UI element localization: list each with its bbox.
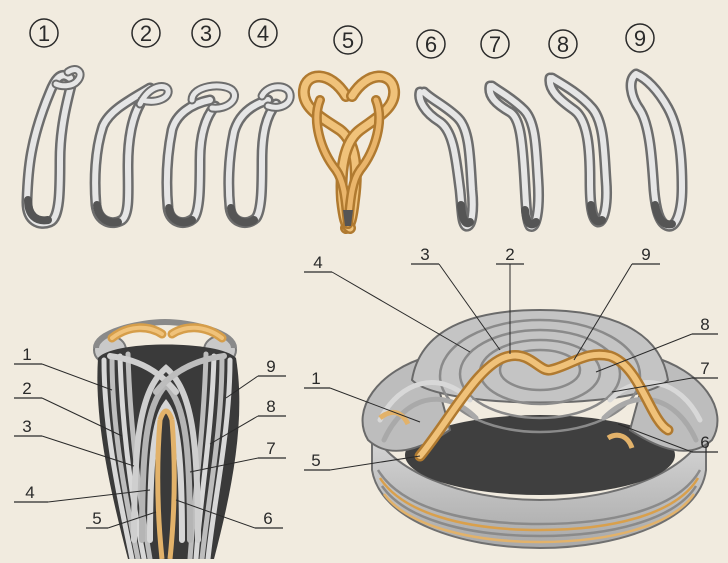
step-number-9: 9 — [626, 24, 654, 52]
svg-text:4: 4 — [313, 253, 322, 272]
wire-loop-8 — [550, 78, 607, 222]
ring-front-view — [94, 322, 239, 559]
svg-text:8: 8 — [700, 315, 709, 334]
wire-loop-1 — [27, 70, 80, 224]
svg-text:9: 9 — [641, 245, 650, 264]
svg-text:1: 1 — [38, 21, 50, 46]
step-number-8: 8 — [549, 30, 577, 58]
svg-text:6: 6 — [700, 433, 709, 452]
step-number-4: 4 — [249, 19, 277, 47]
ring-label-4: 4 — [304, 253, 470, 352]
svg-text:5: 5 — [342, 28, 354, 53]
svg-text:7: 7 — [700, 359, 709, 378]
svg-text:3: 3 — [22, 417, 31, 436]
wire-loop-4 — [229, 87, 290, 223]
svg-text:4: 4 — [25, 483, 34, 502]
svg-text:2: 2 — [22, 379, 31, 398]
step-number-5: 5 — [334, 26, 362, 54]
wire-loop-5-gold — [304, 76, 394, 228]
svg-text:6: 6 — [425, 32, 437, 57]
svg-text:7: 7 — [489, 32, 501, 57]
svg-text:5: 5 — [92, 509, 101, 528]
svg-text:2: 2 — [505, 245, 514, 264]
svg-text:7: 7 — [266, 439, 275, 458]
svg-text:9: 9 — [266, 357, 275, 376]
svg-text:2: 2 — [140, 21, 152, 46]
svg-text:3: 3 — [420, 245, 429, 264]
wire-loop-9 — [631, 74, 682, 226]
svg-text:1: 1 — [311, 369, 320, 388]
svg-text:1: 1 — [22, 345, 31, 364]
step-number-6: 6 — [417, 30, 445, 58]
step-number-3: 3 — [192, 19, 220, 47]
svg-text:8: 8 — [557, 32, 569, 57]
wire-loop-2 — [95, 87, 168, 223]
svg-text:3: 3 — [200, 21, 212, 46]
svg-text:8: 8 — [266, 397, 275, 416]
svg-text:4: 4 — [257, 21, 269, 46]
ring-perspective-view — [363, 310, 718, 548]
svg-text:5: 5 — [311, 451, 320, 470]
svg-text:6: 6 — [263, 509, 272, 528]
wire-loop-6 — [420, 92, 473, 226]
step-number-2: 2 — [132, 19, 160, 47]
svg-text:9: 9 — [634, 26, 646, 51]
step-number-7: 7 — [481, 30, 509, 58]
wire-loop-7 — [490, 86, 539, 227]
step-number-1: 1 — [30, 19, 58, 47]
